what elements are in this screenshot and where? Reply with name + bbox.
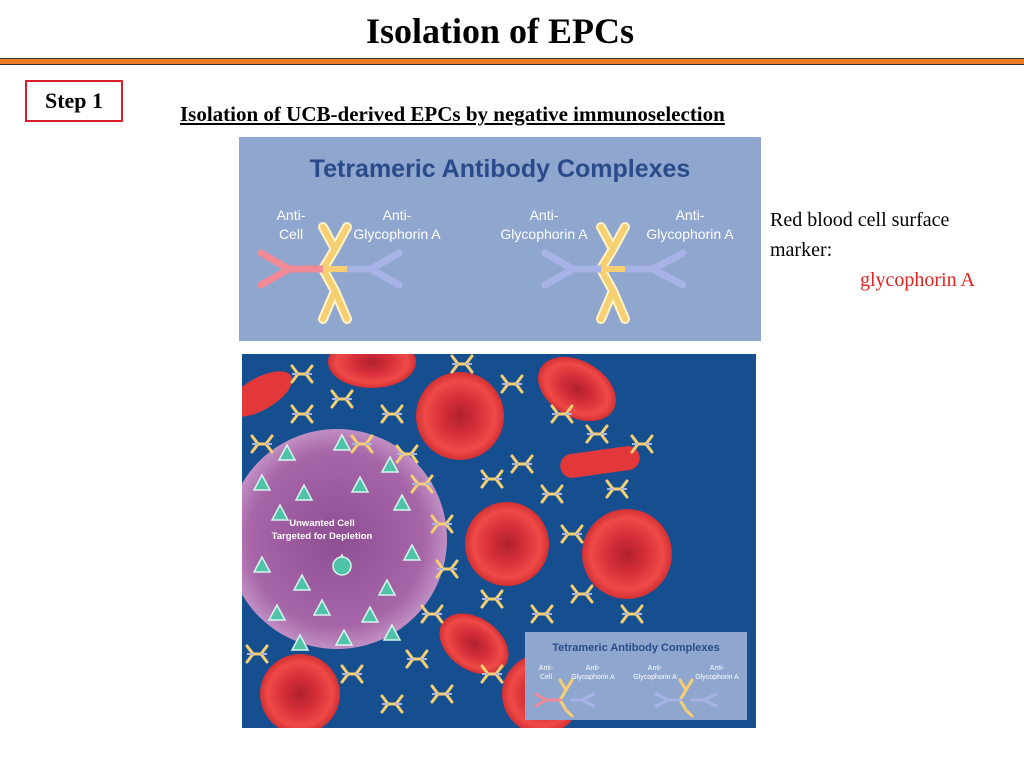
unwanted-cell-label-2: Targeted for Depletion (272, 531, 373, 542)
label-glyco-a-2: Glycophorin A (353, 226, 441, 242)
inset-glyco-c-1: Anti- (710, 665, 725, 672)
inset-glyco-b-1: Anti- (648, 665, 663, 672)
label-glyco-b-2: Glycophorin A (500, 226, 588, 242)
complex-heading: Tetrameric Antibody Complexes (310, 155, 691, 183)
step-label: Step 1 (25, 80, 123, 122)
unwanted-cell (242, 429, 447, 651)
slide-title: Isolation of EPCs (365, 11, 635, 51)
tetrameric-complex-diagram: Tetrameric Antibody Complexes Anti- Cell… (239, 137, 761, 341)
complex-glycophorin-glycophorin (541, 222, 687, 324)
unwanted-cell-label-1: Unwanted Cell (289, 518, 354, 529)
label-glyco-b-1: Anti- (530, 207, 559, 223)
inset-glyco-b-2: Glycophorin A (633, 674, 677, 681)
inset-glyco-a-2: Glycophorin A (571, 674, 615, 681)
inset-anti-cell-2: Cell (540, 674, 553, 681)
label-glyco-c-1: Anti- (676, 207, 705, 223)
glycophorin-note: Red blood cell surface marker: glycophor… (770, 205, 975, 295)
label-glyco-a-1: Anti- (383, 207, 412, 223)
label-anti-cell-1: Anti- (277, 207, 306, 223)
inset-anti-cell-1: Anti- (539, 665, 554, 672)
slide-subtitle: Isolation of UCB-derived EPCs by negativ… (180, 102, 725, 126)
inset-legend: Tetrameric Antibody Complexes Anti- Cell… (525, 632, 747, 720)
inset-glyco-a-1: Anti- (586, 665, 601, 672)
inset-heading: Tetrameric Antibody Complexes (552, 642, 720, 654)
title-divider (0, 58, 1024, 65)
inset-glyco-c-2: Glycophorin A (695, 674, 739, 681)
label-anti-cell-2: Cell (279, 226, 303, 242)
complex-anti-cell-glycophorin (257, 222, 403, 324)
note-line-2: marker: (770, 239, 833, 261)
label-glyco-c-2: Glycophorin A (646, 226, 734, 242)
note-marker: glycophorin A (860, 269, 975, 291)
note-line-1: Red blood cell surface (770, 209, 950, 231)
depletion-illustration: Unwanted Cell Targeted for Depletion Tet… (242, 354, 756, 728)
